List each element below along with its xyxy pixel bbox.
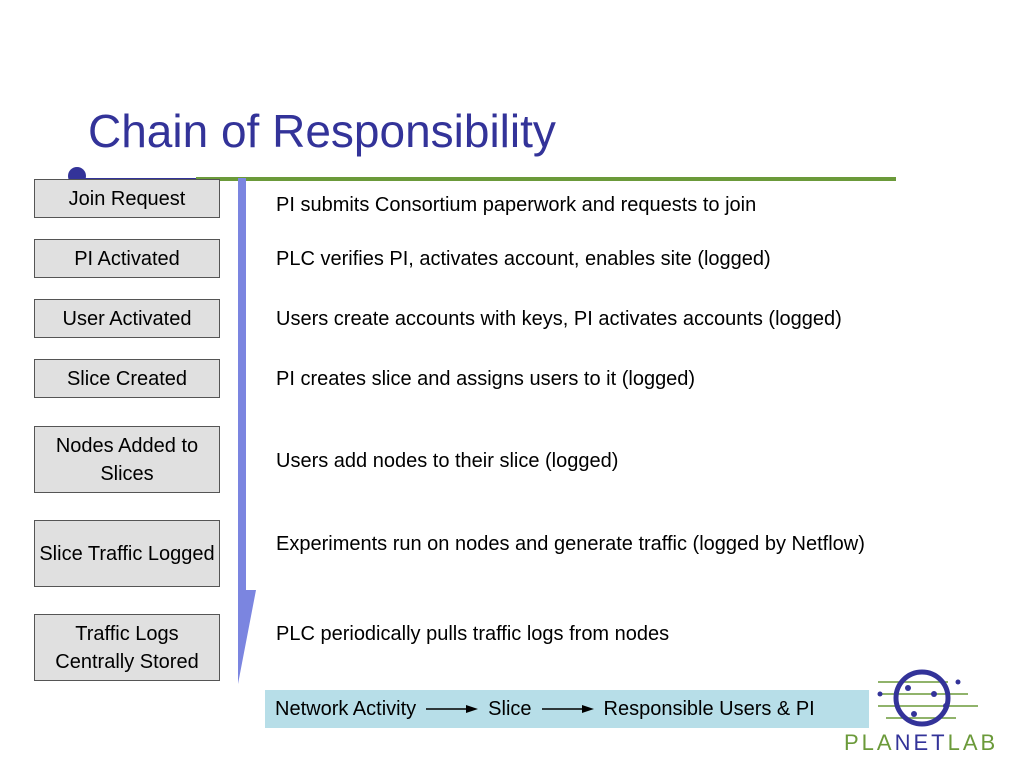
- wordmark-part: PLA: [844, 730, 895, 755]
- wordmark-part: LAB: [947, 730, 999, 755]
- step-box-slice-created: Slice Created: [34, 359, 220, 398]
- step-label: Join Request: [68, 187, 186, 210]
- step-label: Slice Created: [66, 367, 188, 390]
- planetlab-logo-icon: [877, 669, 978, 727]
- wordmark-part: NET: [894, 730, 948, 755]
- right-arrow-icon: [541, 705, 594, 713]
- step-box-pi-activated: PI Activated: [34, 239, 220, 278]
- step-description: PI creates slice and assigns users to it…: [276, 368, 696, 390]
- flow-down-arrow: [238, 178, 256, 684]
- step-label: Slice Traffic Logged: [39, 542, 215, 565]
- step-box-user-activated: User Activated: [34, 299, 220, 338]
- title-underline-green: [196, 177, 896, 181]
- right-arrow-icon: [426, 705, 479, 713]
- footer-network-activity: Network Activity: [275, 697, 417, 720]
- step-box-join-request: Join Request: [34, 179, 220, 218]
- step-label: Traffic Logs Centrally Stored: [55, 622, 199, 673]
- responsibility-chain-footer: Network Activity Slice Responsible Users…: [265, 690, 869, 728]
- step-description: PI submits Consortium paperwork and requ…: [276, 194, 757, 216]
- step-label: User Activated: [62, 307, 192, 330]
- step-box-slice-traffic-logged: Slice Traffic Logged: [34, 520, 220, 587]
- step-description: PLC periodically pulls traffic logs from…: [276, 623, 670, 645]
- step-description: Users add nodes to their slice (logged): [276, 450, 619, 472]
- step-description: Experiments run on nodes and generate tr…: [276, 533, 865, 555]
- planetlab-wordmark: PLANETLAB: [844, 730, 998, 756]
- step-label: Nodes Added to Slices: [55, 434, 199, 485]
- step-description: Users create accounts with keys, PI acti…: [276, 308, 842, 330]
- slide-title: Chain of Responsibility: [88, 105, 556, 157]
- step-box-traffic-logs-stored: Traffic Logs Centrally Stored: [34, 614, 220, 681]
- footer-slice: Slice: [488, 697, 532, 720]
- step-box-nodes-added: Nodes Added to Slices: [34, 426, 220, 493]
- step-label: PI Activated: [74, 247, 180, 270]
- footer-responsible-users: Responsible Users & PI: [603, 697, 815, 720]
- step-description: PLC verifies PI, activates account, enab…: [276, 248, 771, 270]
